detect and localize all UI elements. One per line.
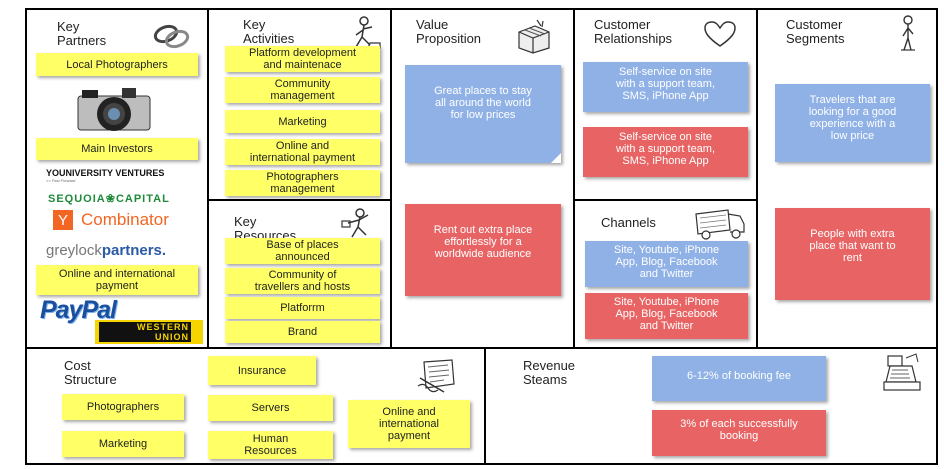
leaf-icon: ❀: [105, 193, 116, 205]
segments-note-red: People with extra place that want to ren…: [775, 208, 930, 300]
youniversity-logo-tagline: >> Fast Forward: [46, 178, 76, 183]
sticky-note: Community management: [225, 77, 380, 103]
sticky-note: Community of travellers and hosts: [225, 268, 380, 294]
canvas-frame: [25, 8, 938, 465]
cost-structure-title: Cost Structure: [64, 358, 117, 387]
greylock-logo: greylockpartners.: [46, 242, 166, 259]
relationships-note-blue: Self-service on site with a support team…: [583, 62, 748, 112]
sticky-note: Photographers management: [225, 170, 380, 196]
segments-note-blue: Travelers that are looking for a good ex…: [775, 84, 930, 162]
receipt-icon: [417, 359, 455, 393]
divider: [573, 199, 758, 201]
sticky-note: Local Photographers: [36, 53, 198, 76]
key-partners-title: Key Partners: [57, 19, 107, 48]
combinator-logo: Y Combinator: [53, 210, 169, 230]
divider: [390, 8, 392, 348]
sticky-note: Brand: [225, 321, 380, 343]
gift-icon: [518, 19, 550, 54]
sticky-note: Marketing: [225, 110, 380, 133]
divider: [25, 347, 938, 349]
sticky-note: Human Resources: [208, 431, 333, 459]
sticky-note: Online and international payment: [36, 265, 198, 295]
sticky-note: Online and international payment: [348, 400, 470, 448]
channels-note-red: Site, Youtube, iPhone App, Blog, Faceboo…: [585, 293, 748, 339]
youniversity-logo: YOUNIVERSITY VENTURES >> Fast Forward: [46, 168, 164, 183]
customer-segments-title: Customer Segments: [786, 17, 845, 46]
paypal-logo: PayPal: [40, 296, 117, 324]
western-union-logo-line1: WESTERN: [137, 322, 189, 332]
sequoia-logo-left: SEQUOIA: [48, 193, 106, 205]
channels-title: Channels: [601, 215, 656, 230]
western-union-logo-line2: UNION: [155, 332, 189, 342]
divider: [207, 8, 209, 348]
chain-link-icon: [153, 24, 190, 49]
sticky-note: Servers: [208, 395, 333, 421]
revenue-streams-title: Revenue Steams: [523, 358, 576, 387]
revenue-note-red: 3% of each successfully booking: [652, 410, 826, 456]
truck-icon: [695, 209, 745, 240]
heart-icon: [704, 21, 736, 47]
key-activities-title: Key Activities: [243, 17, 295, 46]
sticky-note: Base of places announced: [225, 238, 380, 264]
combinator-logo-text: Combinator: [81, 210, 169, 229]
value-note-red: Rent out extra place effortlessly for a …: [405, 204, 561, 296]
sequoia-logo-right: CAPITAL: [115, 193, 170, 205]
combinator-y-mark: Y: [53, 210, 73, 230]
western-union-logo: WESTERN UNION: [95, 320, 203, 344]
cash-register-icon: [883, 353, 921, 391]
relationships-note-red: Self-service on site with a support team…: [583, 127, 748, 177]
camera-icon: [77, 88, 151, 131]
value-proposition-title: Value Proposition: [416, 17, 482, 46]
youniversity-logo-text: YOUNIVERSITY VENTURES: [46, 168, 165, 178]
revenue-note-blue: 6-12% of booking fee: [652, 356, 826, 401]
greylock-logo-text: partners.: [101, 242, 167, 259]
sticky-note: Insurance: [208, 356, 316, 385]
sticky-note: Marketing: [62, 431, 184, 457]
customer-relationships-title: Customer Relationships: [594, 17, 673, 46]
divider: [484, 347, 486, 465]
value-note-blue: Great places to stay all around the worl…: [405, 65, 561, 163]
channels-note-blue: Site, Youtube, iPhone App, Blog, Faceboo…: [585, 241, 748, 287]
greylock-logo-text: greylock: [46, 242, 102, 259]
divider: [756, 8, 758, 348]
sticky-note: Main Investors: [36, 138, 198, 160]
sequoia-logo: SEQUOIA❀CAPITAL: [48, 192, 170, 205]
worker-lifting-icon: [341, 208, 369, 238]
worker-icon: [355, 16, 381, 49]
divider: [573, 8, 575, 348]
divider: [207, 199, 392, 201]
sticky-note: Photographers: [62, 394, 184, 420]
person-icon: [901, 15, 915, 51]
sticky-note: Platform development and maintenace: [225, 46, 380, 72]
sticky-note: Online and international payment: [225, 139, 380, 165]
sticky-note: Platforrm: [225, 297, 380, 319]
